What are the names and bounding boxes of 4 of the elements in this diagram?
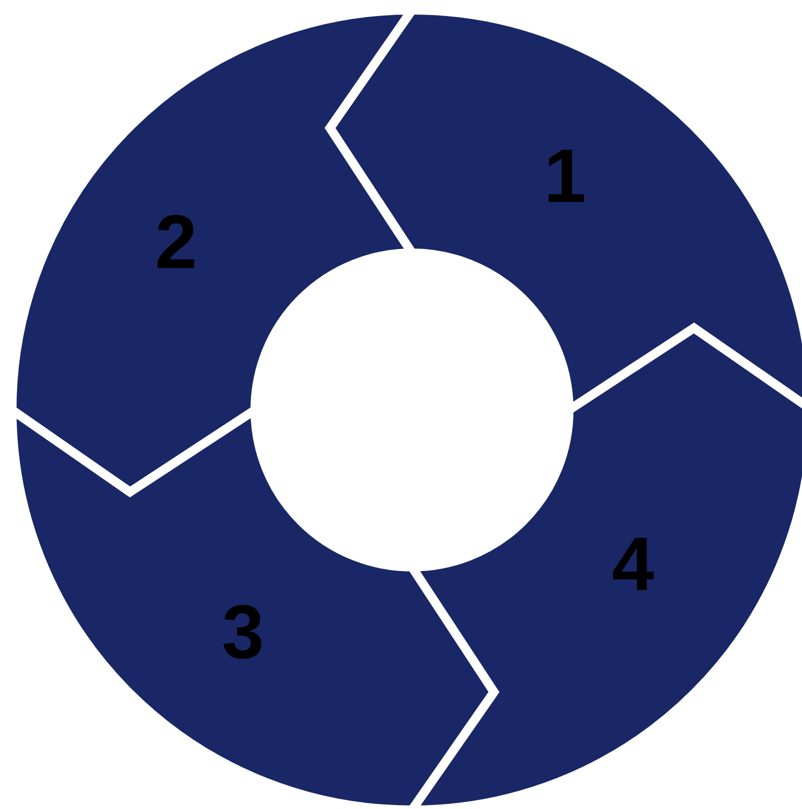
segment-number: 2: [154, 205, 198, 281]
segment-number: 4: [612, 527, 654, 603]
segment-number: 1: [544, 139, 586, 215]
segment-number: 3: [222, 595, 264, 671]
